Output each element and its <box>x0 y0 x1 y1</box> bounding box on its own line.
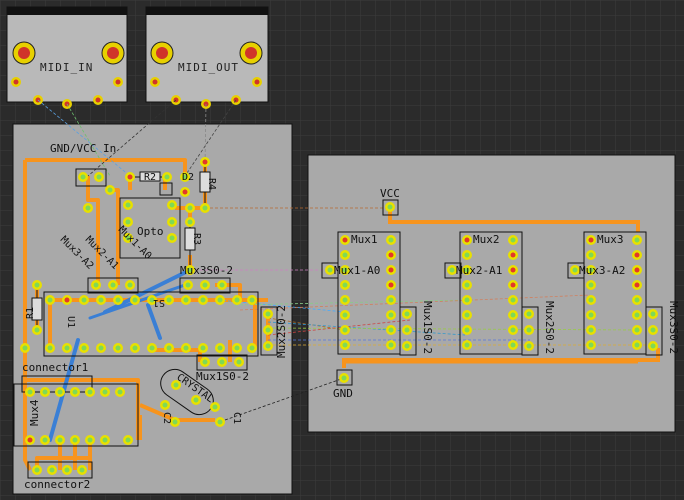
gnd-label: GND <box>333 387 353 400</box>
mux3s0-2-header[interactable] <box>179 277 231 294</box>
mux3s0-2-label: Mux3S0-2 <box>667 301 680 354</box>
mux3-breakout-ic[interactable] <box>567 231 663 356</box>
gnd-pad[interactable] <box>336 369 353 386</box>
resistor-r2[interactable] <box>125 171 172 182</box>
vcc-pad[interactable] <box>382 199 399 216</box>
c2-label: C2 <box>161 412 172 424</box>
r1-label: R1 <box>25 307 36 319</box>
midi-in-part[interactable]: MIDI_IN <box>6 6 128 109</box>
connector2[interactable] <box>27 461 93 479</box>
mux2s0-2-board-label: Mux2S0-2 <box>275 305 288 358</box>
mux1-a0-label: Mux1-A0 <box>334 264 380 277</box>
midi-out-label: MIDI_OUT <box>178 61 239 74</box>
gnd-vcc-in-label: GND/VCC In <box>50 142 116 155</box>
mux2s0-2-label: Mux2S0-2 <box>543 301 556 354</box>
mux-address-header[interactable] <box>87 277 139 294</box>
resistor-r3[interactable] <box>184 217 196 275</box>
opto-ic[interactable] <box>119 197 181 259</box>
mux1s0-2-board-label: Mux1S0-2 <box>196 370 249 383</box>
connector1-label: connector1 <box>22 361 88 374</box>
mux1-breakout-ic[interactable] <box>321 231 417 356</box>
u1-label: U1 <box>65 316 76 328</box>
gnd-vcc-in-header[interactable] <box>75 168 107 187</box>
capacitor-c1[interactable] <box>210 402 225 427</box>
misc-pads-main <box>20 185 115 353</box>
resistor-r4[interactable] <box>185 157 211 213</box>
d2-label: D2 <box>182 172 194 183</box>
mux2s0-2-board-header[interactable] <box>260 306 278 356</box>
mux2-breakout-ic[interactable] <box>444 231 539 356</box>
mux-breakout-board[interactable] <box>307 154 676 433</box>
opto-label: Opto <box>137 225 164 238</box>
resistor-r1[interactable] <box>31 280 43 335</box>
mux2-a1-label: Mux2-A1 <box>456 264 502 277</box>
mux4-ic[interactable] <box>13 383 139 447</box>
mux1s0-2-board-header[interactable] <box>196 354 248 371</box>
r3-label: R3 <box>191 233 202 245</box>
midi-out-part[interactable]: MIDI_OUT <box>145 6 269 109</box>
microcontroller-u1[interactable] <box>43 291 259 357</box>
mux1s0-2-label: Mux1S0-2 <box>421 301 434 354</box>
r2-label: R2 <box>144 172 156 183</box>
main-pcb[interactable] <box>12 123 293 495</box>
c1-label: C1 <box>231 412 242 424</box>
midi-in-label: MIDI_IN <box>40 61 93 74</box>
mux1-label: Mux1 <box>351 233 378 246</box>
mux3s0-2-board-label: Mux3S0-2 <box>180 264 233 277</box>
connector2-label: connector2 <box>24 478 90 491</box>
r4-label: R4 <box>206 178 217 190</box>
mux2-label: Mux2 <box>473 233 500 246</box>
mux4-label: Mux4 <box>28 399 41 426</box>
vcc-label: VCC <box>380 187 400 200</box>
mux3-a2-label: Mux3-A2 <box>579 264 625 277</box>
diode-d2[interactable] <box>159 172 190 197</box>
mux3-label: Mux3 <box>597 233 624 246</box>
s1-label: S1 <box>153 297 165 308</box>
capacitor-c2[interactable] <box>160 400 180 427</box>
